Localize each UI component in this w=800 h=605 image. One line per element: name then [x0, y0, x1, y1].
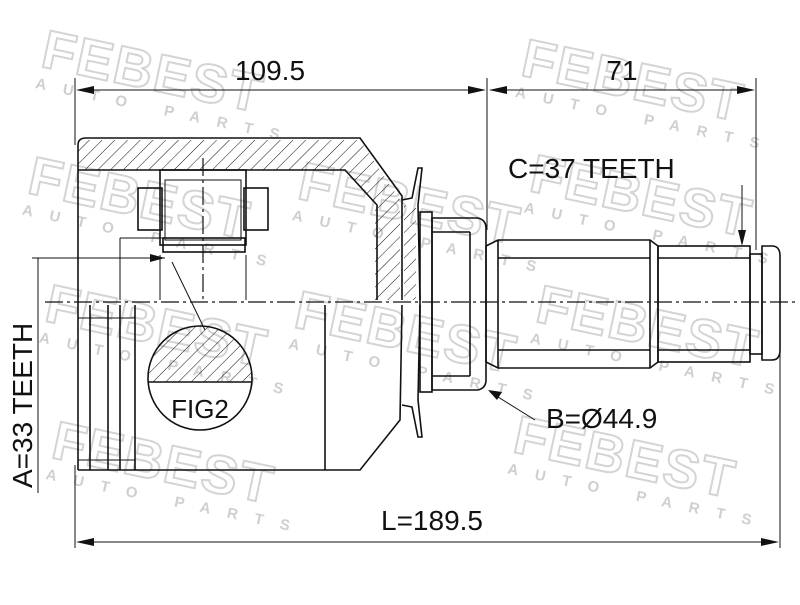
watermark-9: FEBEST AUTO PARTS: [44, 409, 308, 538]
seal-collar: B=Ø44.9: [431, 217, 657, 434]
housing-length-label: 109.5: [235, 55, 305, 86]
dimension-housing-length: 109.5: [74, 55, 488, 230]
watermark-2: FEBEST AUTO PARTS: [514, 27, 778, 156]
total-length-label: L=189.5: [381, 505, 483, 536]
housing: [77, 137, 403, 471]
watermark-7: FEBEST AUTO PARTS: [287, 279, 551, 408]
tripod-assembly: [119, 158, 269, 300]
callout-outer-spline: C=37 TEETH: [508, 153, 746, 246]
inner-spline-label: A=33 TEETH: [7, 323, 38, 488]
shaft-length-label: 71: [606, 55, 637, 86]
output-shaft: [485, 239, 781, 369]
seal-diameter-label: B=Ø44.9: [546, 403, 657, 434]
callout-inner-spline: A=33 TEETH: [7, 254, 165, 493]
dimension-shaft-length: 71: [489, 55, 757, 250]
fig2-label: FIG2: [171, 394, 229, 424]
outer-spline-label: C=37 TEETH: [508, 153, 675, 184]
dimension-total-length: L=189.5: [74, 300, 781, 548]
fig2-detail: FIG2: [147, 261, 253, 431]
watermark-8: FEBEST AUTO PARTS: [529, 273, 793, 402]
